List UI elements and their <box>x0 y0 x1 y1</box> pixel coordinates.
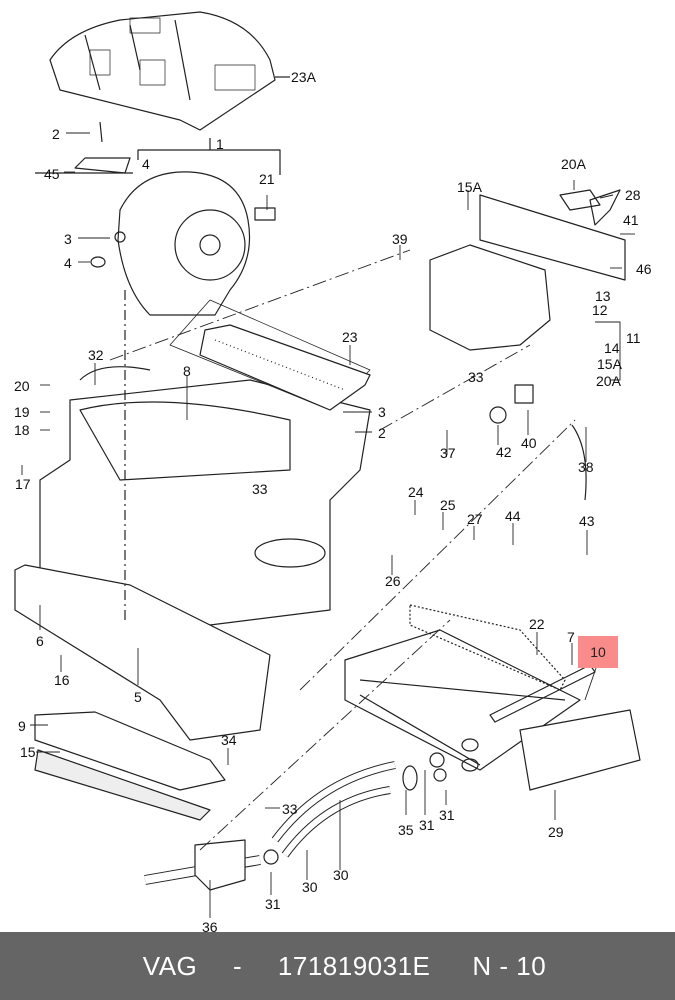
callout-15A: 15A <box>457 179 482 195</box>
callout-15A: 15A <box>597 356 622 372</box>
heater-housing <box>14 290 371 741</box>
callout-42: 42 <box>496 444 512 460</box>
brand-name: VAG <box>142 950 198 981</box>
parts-exploded-diagram: 23A 2 1 4 45 21 3 4 20A 28 15A 41 39 46 … <box>14 11 652 935</box>
callout-24: 24 <box>408 484 424 500</box>
callout-31: 31 <box>439 807 455 823</box>
callout-4: 4 <box>142 156 150 172</box>
filter-frame <box>199 324 371 411</box>
callout-23: 23 <box>342 329 358 345</box>
callout-18: 18 <box>14 422 30 438</box>
callout-2: 2 <box>378 425 386 441</box>
callout-8: 8 <box>183 363 191 379</box>
callout-1: 1 <box>216 136 224 152</box>
callout-9: 9 <box>18 718 26 734</box>
separator: - <box>233 950 243 981</box>
callout-21: 21 <box>259 171 275 187</box>
position-label: N - 10 <box>472 950 547 981</box>
callout-29: 29 <box>548 824 564 840</box>
part-number-banner: VAG - 171819031E N - 10 <box>0 932 675 1000</box>
callout-40: 40 <box>521 435 537 451</box>
callout-5: 5 <box>134 689 142 705</box>
callout-37: 37 <box>440 445 456 461</box>
callout-45: 45 <box>44 166 60 182</box>
callout-36: 36 <box>202 919 218 935</box>
callout-13: 13 <box>595 288 611 304</box>
callout-3: 3 <box>378 404 386 420</box>
callout-17: 17 <box>15 476 31 492</box>
callout-32: 32 <box>88 347 104 363</box>
blower-motor-housing <box>35 121 281 316</box>
flap-cover <box>34 711 226 821</box>
callout-20A: 20A <box>561 156 586 172</box>
callout-12: 12 <box>592 302 608 318</box>
heater-core <box>344 604 641 791</box>
callout-35: 35 <box>398 822 414 838</box>
callout-19: 19 <box>14 404 30 420</box>
callout-31: 31 <box>419 817 435 833</box>
callout-28: 28 <box>625 187 641 203</box>
callout-6: 6 <box>36 633 44 649</box>
callout-39: 39 <box>392 231 408 247</box>
callout-20: 20 <box>14 378 30 394</box>
leader-lines <box>21 132 635 918</box>
callout-25: 25 <box>440 497 456 513</box>
callout-15: 15 <box>20 744 36 760</box>
assembly-lines <box>109 249 576 851</box>
air-intake-cover <box>49 11 290 131</box>
coolant-pipes <box>144 752 447 891</box>
callout-11: 11 <box>626 330 641 346</box>
control-mechanism <box>429 189 626 501</box>
callout-16: 16 <box>54 672 70 688</box>
callout-4: 4 <box>64 255 72 271</box>
callout-34: 34 <box>221 732 237 748</box>
callout-43: 43 <box>579 513 595 529</box>
callout-33: 33 <box>252 481 268 497</box>
callout-44: 44 <box>505 508 521 524</box>
callout-14: 14 <box>604 340 620 356</box>
callout-33: 33 <box>282 801 298 817</box>
callout-3: 3 <box>64 231 72 247</box>
callout-31: 31 <box>265 896 281 912</box>
callout-30: 30 <box>302 879 318 895</box>
callout-23A: 23A <box>291 69 316 85</box>
highlight-label: 10 <box>590 644 606 660</box>
callout-7: 7 <box>567 629 575 645</box>
callout-26: 26 <box>385 573 401 589</box>
callout-20A: 20A <box>596 373 621 389</box>
callout-27: 27 <box>467 511 483 527</box>
callout-30: 30 <box>333 867 349 883</box>
callout-46: 46 <box>636 261 652 277</box>
diagram-drawing <box>14 11 641 918</box>
part-number: 171819031E <box>277 950 431 981</box>
callout-41: 41 <box>623 212 639 228</box>
callout-33: 33 <box>468 369 484 385</box>
highlighted-part-10: 10 <box>578 636 618 668</box>
callout-22: 22 <box>529 616 545 632</box>
callout-38: 38 <box>578 459 594 475</box>
callout-2: 2 <box>52 126 60 142</box>
